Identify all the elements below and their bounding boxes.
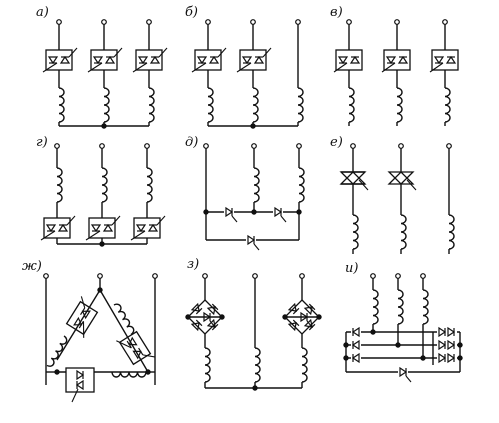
panel-v-circuit [348,24,446,126]
panel-label-d: д) [185,135,198,150]
panel-label-a: а) [36,5,49,20]
panel-label-i: и) [345,261,358,276]
panel-z-circuit [204,278,303,389]
panel-zh-circuit [45,278,156,385]
panel-d-circuit [205,148,300,241]
panel-b-circuit [207,24,299,127]
panel-label-v: в) [330,5,343,20]
panel-e-circuit [352,148,450,254]
panel-label-zh: ж) [22,259,42,274]
panel-a-circuit [58,24,150,127]
panel-label-g: г) [36,135,48,150]
panel-label-b: б) [185,5,198,20]
panel-label-e: е) [330,135,343,150]
panel-label-z: з) [187,257,199,272]
